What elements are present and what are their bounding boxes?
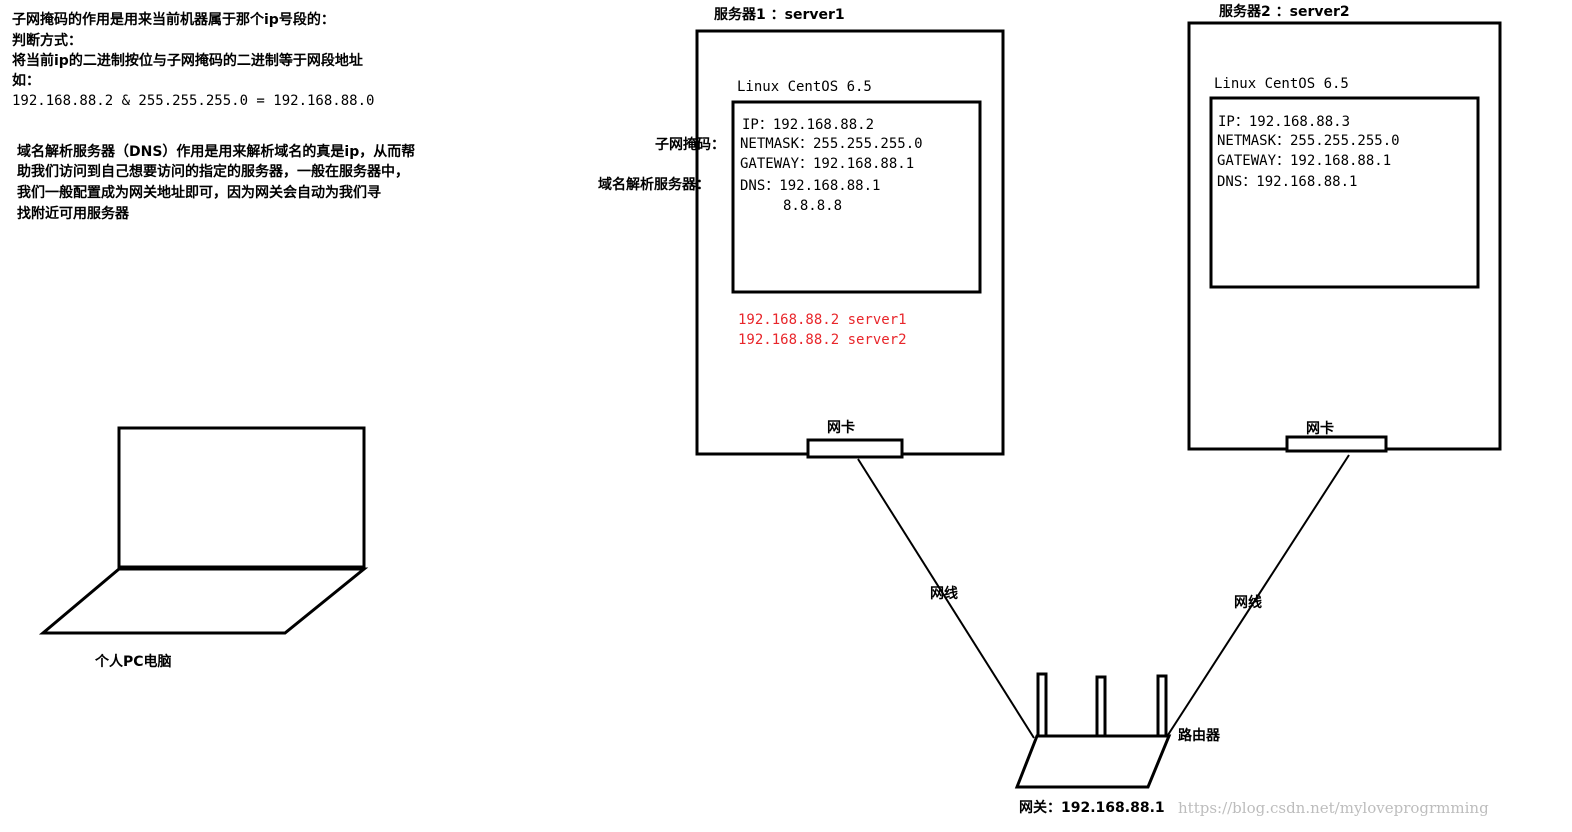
dns-note-line-1: 域名解析服务器（DNS）作用是用来解析域名的真是ip，从而帮 <box>17 144 416 160</box>
subnet-note-line-1: 子网掩码的作用是用来当前机器属于那个ip号段的： <box>12 12 335 28</box>
subnet-note-line-4: 如： <box>12 73 40 89</box>
laptop-icon <box>38 426 369 635</box>
server2-nic <box>1285 435 1388 453</box>
server1-netmask: NETMASK：255.255.255.0 <box>740 136 923 152</box>
server1-nic-label: 网卡 <box>827 420 855 436</box>
cable-left-line <box>857 458 1035 739</box>
server1-ip: IP：192.168.88.2 <box>742 117 875 133</box>
server1-hosts-entry-2: 192.168.88.2 server2 <box>738 332 907 348</box>
pc-label: 个人PC电脑 <box>95 654 172 670</box>
subnet-note-line-2: 判断方式： <box>12 33 82 49</box>
dns-note-line-2: 助我们访问到自己想要访问的指定的服务器，一般在服务器中， <box>17 164 409 180</box>
watermark: https://blog.csdn.net/myloveprogrmming <box>1178 799 1489 817</box>
dns-note-line-3: 我们一般配置成为网关地址即可，因为网关会自动为我们寻 <box>17 185 381 201</box>
server2-gateway: GATEWAY：192.168.88.1 <box>1217 153 1392 169</box>
gateway-label: 网关：192.168.88.1 <box>1019 800 1165 816</box>
cable-right-label: 网线 <box>1234 595 1262 611</box>
server1-dns-secondary: 8.8.8.8 <box>783 198 843 214</box>
cable-left-label: 网线 <box>930 586 958 602</box>
server1-subnet-label: 子网掩码： <box>655 137 725 153</box>
router-label: 路由器 <box>1178 728 1220 744</box>
server2-title: 服务器2 ：server2 <box>1219 4 1350 20</box>
router-icon <box>1014 672 1172 789</box>
server1-title: 服务器1 ：server1 <box>714 7 845 23</box>
server2-os-box <box>1209 96 1480 289</box>
server1-os-box <box>731 100 982 294</box>
server1-hosts-entry-1: 192.168.88.2 server1 <box>738 312 907 328</box>
server2-dns: DNS：192.168.88.1 <box>1217 174 1358 190</box>
cable-right-line <box>1165 454 1350 739</box>
dns-note-line-4: 找附近可用服务器 <box>17 206 129 222</box>
server1-dns-label: 域名解析服务器： <box>598 177 710 193</box>
subnet-note-line-3: 将当前ip的二进制按位与子网掩码的二进制等于网段地址 <box>12 53 363 69</box>
subnet-note-example: 192.168.88.2 & 255.255.255.0 = 192.168.8… <box>12 93 375 109</box>
server1-nic <box>806 438 904 459</box>
server2-nic-label: 网卡 <box>1306 421 1334 437</box>
server1-gateway: GATEWAY：192.168.88.1 <box>740 156 915 172</box>
server2-os-label: Linux CentOS 6.5 <box>1214 76 1349 92</box>
server1-os-label: Linux CentOS 6.5 <box>737 79 872 95</box>
server1-dns: DNS：192.168.88.1 <box>740 178 881 194</box>
server2-netmask: NETMASK：255.255.255.0 <box>1217 133 1400 149</box>
server2-ip: IP：192.168.88.3 <box>1218 114 1351 130</box>
